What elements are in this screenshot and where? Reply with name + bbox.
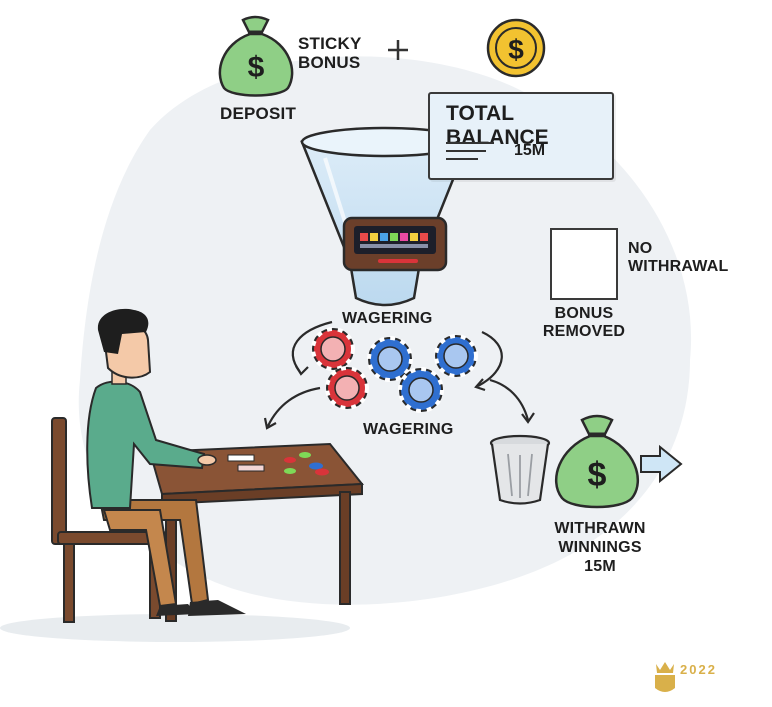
casino-chip-icon — [398, 367, 444, 413]
no-withdrawal-box — [550, 228, 618, 300]
watermark-logo: 2022 — [650, 658, 762, 700]
withdrawn-winnings-line-1: WITHRAWN — [554, 520, 646, 537]
wagering-bottom-label: WAGERING — [363, 421, 454, 438]
dollar-coin-icon: $ — [486, 18, 546, 78]
trash-bin-icon — [489, 434, 551, 505]
casino-chip-icon — [311, 327, 355, 371]
svg-text:$: $ — [248, 51, 265, 84]
total-balance-card: TOTAL BALANCE 15M — [428, 92, 614, 180]
no-withdrawal-line-2: WITHRAWAL — [628, 257, 729, 275]
wagering-top-label: WAGERING — [342, 310, 433, 327]
total-balance-value: 15M — [514, 142, 546, 159]
withdrawn-winnings-line-2: WINNINGS — [558, 539, 642, 557]
svg-text:$: $ — [588, 456, 607, 494]
plus-icon — [388, 40, 408, 60]
deposit-label: DEPOSIT — [220, 104, 297, 123]
person-figure — [86, 308, 246, 616]
casino-chip-icon — [434, 334, 478, 378]
cycle-arrows — [263, 320, 535, 430]
no-withdrawal-line-1: NO — [628, 240, 653, 257]
svg-text:$: $ — [508, 34, 524, 65]
sticky-bonus-line-1: STICKY — [298, 34, 362, 53]
withdrawn-winnings-line-3: 15M — [584, 558, 616, 576]
withdrawn-winnings-label: WITHRAWN WINNINGS 15M — [548, 519, 652, 577]
floor-shadow — [0, 614, 350, 642]
bonus-removed-line-1: BONUS — [554, 305, 614, 322]
money-bag-icon: $ — [554, 414, 640, 509]
sticky-bonus-line-2: BONUS — [298, 53, 361, 73]
money-bag-icon: $ — [218, 15, 294, 97]
bonus-removed-label: BONUS REMOVED — [538, 305, 630, 341]
casino-chip-icon — [325, 366, 369, 410]
no-withdrawal-label: NO WITHRAWAL — [628, 240, 728, 276]
arrow-right-icon — [640, 444, 683, 484]
crown-shield-icon — [655, 662, 675, 692]
bonus-removed-line-2: REMOVED — [542, 322, 626, 340]
sticky-bonus-label: STICKY BONUS — [298, 34, 362, 72]
slot-machine-icon — [342, 216, 448, 272]
casino-chip-icon — [367, 336, 413, 382]
watermark-text: 2022 — [680, 662, 717, 677]
